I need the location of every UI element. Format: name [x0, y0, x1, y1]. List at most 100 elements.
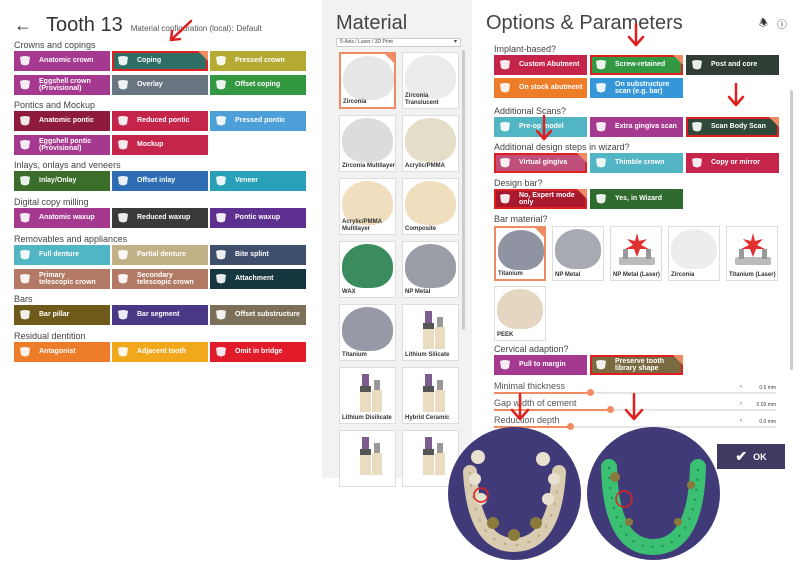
ok-button[interactable]: ✔ OK	[717, 444, 785, 469]
option-label: On substructure scan (e.g. bar)	[615, 80, 670, 95]
veneer-icon	[213, 174, 228, 188]
material-name: Composite	[405, 225, 437, 232]
option-copy-or-mirror[interactable]: Copy or mirror	[686, 153, 779, 173]
material-name: Zirconia	[343, 98, 367, 105]
material-process-select[interactable]: 5-Axis / Laser / 3D Print ▾	[336, 38, 461, 47]
tile-attachment[interactable]: Attachment	[210, 269, 306, 289]
bar-material-name: Titanium (Laser)	[729, 272, 776, 278]
tile-omit-in-bridge[interactable]: Omit in bridge	[210, 342, 306, 362]
material-config-value[interactable]: Default	[236, 24, 262, 33]
abutment-icon	[423, 374, 445, 412]
decrease-icon[interactable]: ‹	[740, 418, 742, 424]
material-lithium-disilicate[interactable]: Lithium Disilicate	[339, 367, 396, 424]
tile-coping[interactable]: Coping	[112, 51, 208, 71]
option-label: Extra gingiva scan	[615, 123, 677, 131]
primary-telescopic-icon	[17, 272, 32, 286]
material-zirconia-translucent[interactable]: Zirconia Translucent	[402, 52, 459, 109]
tile-overlay[interactable]: Overlay	[112, 75, 208, 95]
option-label: Pull to margin	[519, 361, 566, 369]
material-titanium[interactable]: Titanium	[339, 304, 396, 361]
option-extra-gingiva-scan[interactable]: Extra gingiva scan	[590, 117, 683, 137]
tile-bite-splint[interactable]: Bite splint	[210, 245, 306, 265]
pull-margin-icon	[497, 358, 512, 372]
material-scrollbar[interactable]	[462, 50, 465, 330]
pontic-waxup-icon	[213, 211, 228, 225]
tile-partial-denture[interactable]: Partial denture	[112, 245, 208, 265]
option-screw-retained[interactable]: Screw-retained	[590, 55, 683, 75]
tile-bar-segment[interactable]: Bar segment	[112, 305, 208, 325]
material-swatch	[405, 181, 456, 225]
decrease-icon[interactable]: ‹	[740, 401, 742, 407]
tile-anatomic-crown[interactable]: Anatomic crown	[14, 51, 110, 71]
option-pull-to-margin[interactable]: Pull to margin	[494, 355, 587, 375]
arrow-left-icon[interactable]: ←	[14, 15, 32, 35]
material-acrylic-pmma-multilayer[interactable]: Acrylic/PMMA Multilayer	[339, 178, 396, 235]
tile-label: Bar pillar	[39, 311, 70, 319]
bar-material-np-metal-laser[interactable]: NP Metal (Laser)	[610, 226, 662, 281]
tile-pressed-crown[interactable]: Pressed crown	[210, 51, 306, 71]
help-icon[interactable]: ⓘ	[777, 20, 787, 31]
tile-full-denture[interactable]: Full denture	[14, 245, 110, 265]
param-slider-handle[interactable]	[606, 406, 614, 413]
tile-inlay-onlay[interactable]: Inlay/Onlay	[14, 171, 110, 191]
param-slider-fill	[494, 409, 610, 411]
option-preserve-tooth-library-shape[interactable]: Preserve tooth library shape	[590, 355, 683, 375]
option-on-substructure-scan-e-g-bar[interactable]: On substructure scan (e.g. bar)	[590, 78, 683, 98]
option-yes-in-wizard[interactable]: Yes, in Wizard	[590, 189, 683, 209]
tile-reduced-pontic[interactable]: Reduced pontic	[112, 111, 208, 131]
param-slider[interactable]	[494, 423, 776, 430]
tile-anatomic-pontic[interactable]: Anatomic pontic	[14, 111, 110, 131]
implant-label: Implant-based?	[494, 44, 557, 54]
material-composite[interactable]: Composite	[402, 178, 459, 235]
param-slider-handle[interactable]	[567, 423, 575, 430]
material-name: WAX	[342, 288, 356, 295]
tile-label: Offset coping	[235, 81, 281, 89]
bar-material-titanium[interactable]: Titanium	[494, 226, 546, 281]
option-scan-body-scan[interactable]: Scan Body Scan	[686, 117, 779, 137]
bar-material-np-metal[interactable]: NP Metal	[552, 226, 604, 281]
tile-mockup[interactable]: Mockup	[112, 135, 208, 155]
option-thimble-crown[interactable]: Thimble crown	[590, 153, 683, 173]
material-zirconia[interactable]: Zirconia	[339, 52, 396, 109]
tile-primary-telescopic-crown[interactable]: Primary telescopic crown	[14, 269, 110, 289]
tile-eggshell-crown-provisional[interactable]: Eggshell crown (Provisional)	[14, 75, 110, 95]
material-wax[interactable]: WAX	[339, 241, 396, 298]
option-pre-op-model[interactable]: Pre-op model	[494, 117, 587, 137]
tile-anatomic-waxup[interactable]: Anatomic waxup	[14, 208, 110, 228]
tile-offset-coping[interactable]: Offset coping	[210, 75, 306, 95]
tile-pontic-waxup[interactable]: Pontic waxup	[210, 208, 306, 228]
bar-material-titanium-laser[interactable]: Titanium (Laser)	[726, 226, 778, 281]
decrease-icon[interactable]: ‹	[740, 384, 742, 390]
tile-reduced-waxup[interactable]: Reduced waxup	[112, 208, 208, 228]
param-slider[interactable]	[494, 389, 776, 396]
material-zirconia-multilayer[interactable]: Zirconia Multilayer	[339, 115, 396, 172]
material-item-12[interactable]	[339, 430, 396, 487]
material-acrylic-pmma[interactable]: Acrylic/PMMA	[402, 115, 459, 172]
tile-eggshell-pontic-provisional[interactable]: Eggshell pontic (Provisional)	[14, 135, 110, 155]
option-post-and-core[interactable]: Post and core	[686, 55, 779, 75]
option-on-stock-abutment[interactable]: On stock abutment	[494, 78, 587, 98]
options-scrollbar[interactable]	[790, 90, 793, 370]
material-swatch	[342, 181, 393, 225]
tile-offset-substructure[interactable]: Offset substructure	[210, 305, 306, 325]
bar-material-name: NP Metal (Laser)	[613, 272, 660, 278]
bar-material-label: Bar material?	[494, 214, 548, 224]
bar-material-peek[interactable]: PEEK	[494, 286, 546, 341]
tile-secondary-telescopic-crown[interactable]: Secondary telescopic crown	[112, 269, 208, 289]
tile-offset-inlay[interactable]: Offset inlay	[112, 171, 208, 191]
material-lithium-silicate[interactable]: Lithium Silicate	[402, 304, 459, 361]
param-slider-handle[interactable]	[586, 389, 594, 396]
bar-material-zirconia[interactable]: Zirconia	[668, 226, 720, 281]
material-hybrid-ceramic[interactable]: Hybrid Ceramic	[402, 367, 459, 424]
option-virtual-gingiva[interactable]: Virtual gingiva	[494, 153, 587, 173]
tile-pressed-pontic[interactable]: Pressed pontic	[210, 111, 306, 131]
tile-veneer[interactable]: Veneer	[210, 171, 306, 191]
option-custom-abutment[interactable]: Custom Abutment	[494, 55, 587, 75]
material-np-metal[interactable]: NP Metal	[402, 241, 459, 298]
tile-bar-pillar[interactable]: Bar pillar	[14, 305, 110, 325]
tile-adjacent-tooth[interactable]: Adjacent tooth	[112, 342, 208, 362]
material-name: Hybrid Ceramic	[405, 414, 450, 421]
tile-antagonist[interactable]: Antagonist	[14, 342, 110, 362]
bell-icon[interactable]: 🕭	[759, 18, 768, 29]
option-no-expert-mode-only[interactable]: No, Expert mode only	[494, 189, 587, 209]
